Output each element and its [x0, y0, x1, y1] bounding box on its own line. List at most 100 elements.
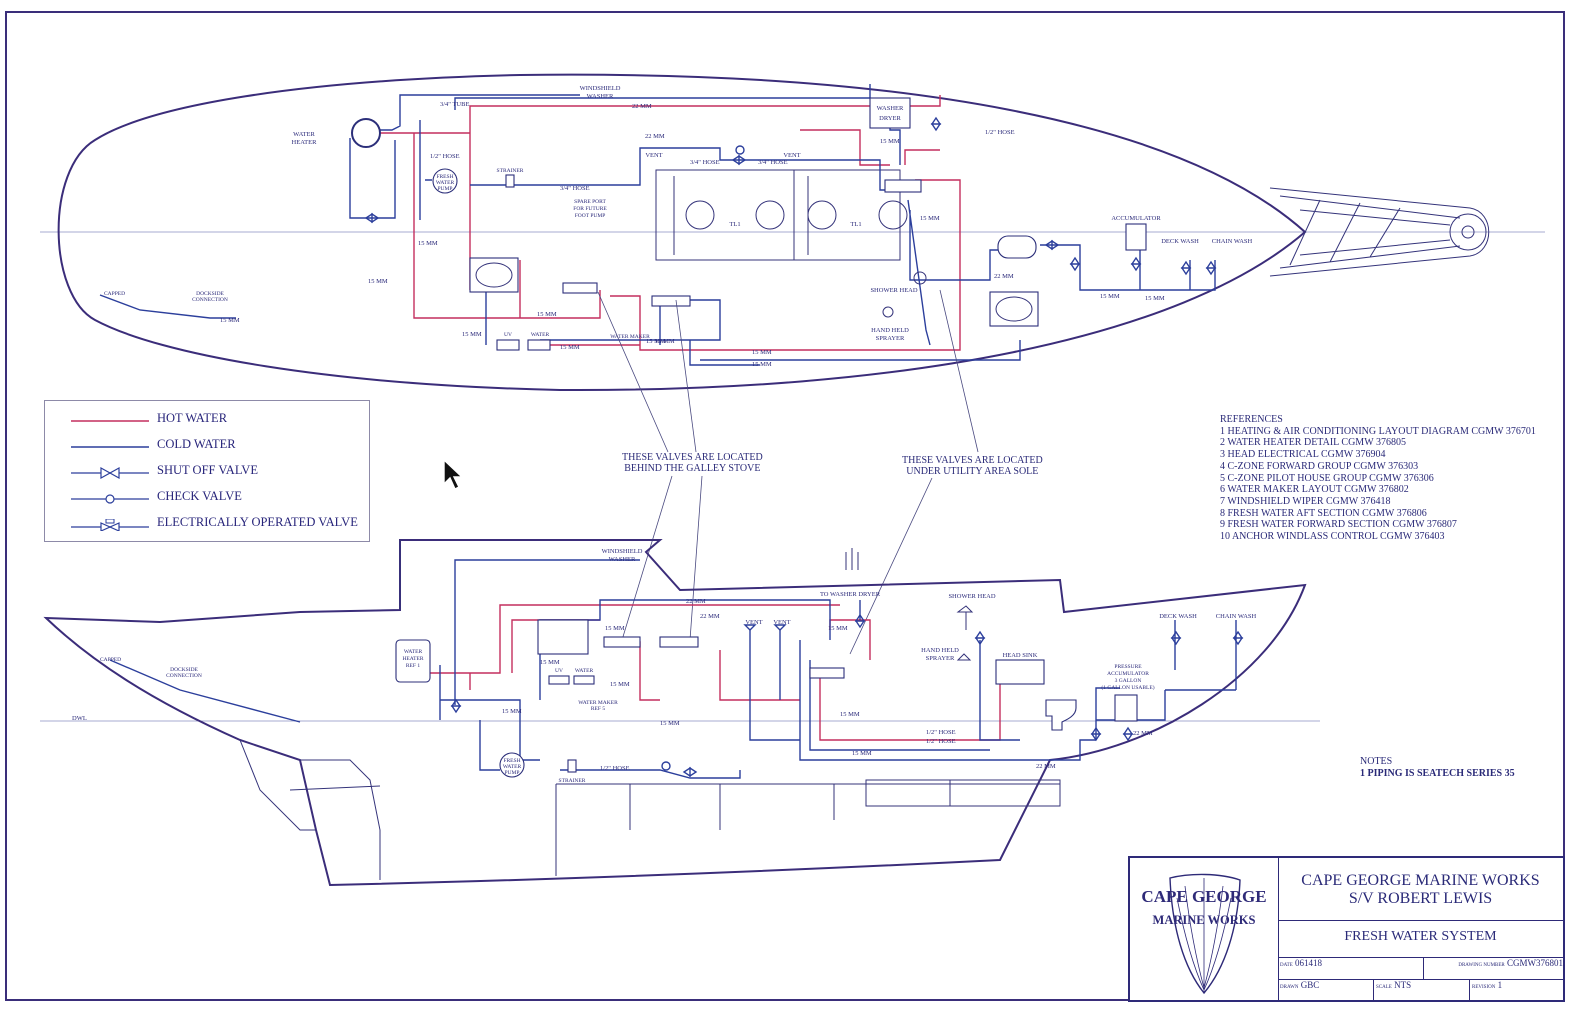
drawing-number-value: CGMW376801 — [1507, 958, 1563, 968]
svg-text:PUMP: PUMP — [438, 186, 453, 192]
plan-toilet — [997, 235, 1037, 259]
legend-hot-water: HOT WATER — [45, 409, 371, 431]
title-block-revision: REVISION 1 — [1472, 980, 1503, 990]
profile-water-heater — [395, 639, 431, 683]
plan-hand-sprayer — [882, 306, 894, 318]
title-block: CAPE GEORGE MARINE WORKS CAPE GEORGE MAR… — [1128, 856, 1565, 1002]
profile-label-chain-wash: CHAIN WASH — [1216, 613, 1257, 620]
title-block-drawing-number: DRAWING NUMBER CGMW376801 — [1424, 958, 1563, 980]
svg-text:DRYER: DRYER — [879, 115, 901, 122]
plan-label-vent-2: VENT — [783, 152, 800, 159]
reference-item: 8 FRESH WATER AFT SECTION CGMW 376806 — [1220, 507, 1427, 519]
svg-text:CONNECTION: CONNECTION — [166, 673, 202, 679]
plan-label-22mm-r: 22 MM — [994, 273, 1014, 280]
plan-label-hose-34-b: 3/4" HOSE — [690, 159, 720, 166]
plan-tank-stbd — [793, 169, 901, 261]
company-name: CAPE GEORGE MARINE WORKS — [1301, 872, 1540, 889]
scale-value: NTS — [1394, 980, 1412, 990]
plan-water-filter — [527, 339, 551, 351]
profile-hull-outline — [43, 539, 1307, 887]
plan-uv-filter — [496, 339, 520, 351]
title-block-company: CAPE GEORGE MARINE WORKS S/V ROBERT LEWI… — [1278, 858, 1563, 921]
svg-text:FOOT PUMP: FOOT PUMP — [575, 213, 606, 219]
plan-label-tl1-b: TL1 — [850, 221, 861, 228]
mouse-cursor-icon — [443, 458, 464, 490]
profile-label-water-maker: WATER MAKER — [578, 700, 618, 706]
profile-hot-water-lines — [430, 604, 1001, 741]
logo-text-line2: MARINE WORKS — [1153, 913, 1256, 927]
svg-text:WASHER: WASHER — [609, 556, 636, 563]
profile-rudder — [239, 739, 381, 880]
profile-label-15mm-h: 15 MM — [610, 681, 630, 688]
plan-label-water-heater: WATER — [293, 131, 315, 138]
profile-manifold-2 — [659, 636, 699, 648]
notes-heading: NOTES — [1360, 756, 1393, 767]
profile-label-head-sink: HEAD SINK — [1003, 652, 1038, 659]
plan-valves — [364, 116, 1217, 276]
profile-label-dwl: DWL — [72, 715, 87, 722]
svg-text:FOR FUTURE: FOR FUTURE — [573, 206, 607, 212]
profile-label-water-heater: WATER — [404, 649, 423, 655]
svg-text:REF 1: REF 1 — [406, 663, 420, 669]
hot-water-line-symbol — [71, 420, 149, 422]
svg-text:15 MM: 15 MM — [655, 338, 675, 345]
callout-leaders — [597, 289, 979, 655]
plan-label-15mm-f: 15 MM — [560, 344, 580, 351]
profile-label-uv-filter: UV — [555, 668, 563, 674]
check-valve-symbol — [71, 494, 149, 504]
profile-strainer — [567, 759, 577, 773]
profile-label-vent-1: VENT — [745, 619, 762, 626]
plan-label-deck-wash: DECK WASH — [1161, 238, 1199, 245]
svg-text:SPRAYER: SPRAYER — [876, 335, 905, 342]
legend-electric-valve: ELECTRICALLY OPERATED VALVE — [45, 513, 371, 535]
profile-hand-sprayer — [956, 653, 972, 661]
plan-label-half-hose: 1/2" HOSE — [985, 129, 1015, 136]
profile-fresh-water-pump — [499, 752, 525, 778]
reference-item: 10 ANCHOR WINDLASS CONTROL CGMW 376403 — [1220, 531, 1445, 543]
plan-label-fresh-water-pump: FRESH — [436, 174, 453, 180]
plan-view-labels: WINDSHIELD WASHER WATER HEATER 3/4" TUBE… — [104, 85, 1253, 368]
reference-item: 1 HEATING & AIR CONDITIONING LAYOUT DIAG… — [1220, 425, 1536, 437]
plan-label-hose-34-c: 3/4" HOSE — [758, 159, 788, 166]
profile-label-15mm-b: 15 MM — [540, 659, 560, 666]
plan-hot-water-lines — [366, 95, 961, 351]
plan-label-tl1-a: TL1 — [729, 221, 740, 228]
plan-label-15mm-i: 15 MM — [646, 338, 666, 345]
svg-text:SPRAYER: SPRAYER — [926, 655, 955, 662]
plan-label-washer-dryer: WASHER — [877, 105, 904, 112]
plan-strainer — [505, 174, 515, 188]
profile-label-deck-wash: DECK WASH — [1159, 613, 1197, 620]
plan-head-sink — [989, 291, 1039, 327]
svg-text:HEATER: HEATER — [402, 656, 423, 662]
references-heading: REFERENCES — [1220, 414, 1283, 425]
profile-toilet — [1045, 699, 1077, 731]
plan-label-15mm-m: 15 MM — [880, 138, 900, 145]
sheet-border — [5, 11, 1565, 1001]
plan-manifold-galley-1 — [562, 282, 598, 294]
profile-label-hose: 1/2" HOSE — [600, 765, 630, 772]
svg-text:ACCUMULATOR: ACCUMULATOR — [1107, 671, 1149, 677]
plan-label-22mm-top: 22 MM — [632, 103, 652, 110]
plan-tank-port — [655, 169, 795, 261]
legend-shut-off-valve: SHUT OFF VALVE — [45, 461, 371, 483]
plan-galley-sink — [469, 257, 519, 293]
svg-text:CONNECTION: CONNECTION — [192, 297, 228, 303]
svg-text:PUMP: PUMP — [505, 770, 520, 776]
plan-label-capped: CAPPED — [104, 291, 125, 297]
plan-label-15mm-h: 15 MM — [752, 361, 772, 368]
svg-text:3 GALLON: 3 GALLON — [1115, 678, 1142, 684]
plan-label-15mm-a: 15 MM — [220, 317, 240, 324]
plan-label-15mm-b: 15 MM — [418, 240, 438, 247]
logo-text-line1: CAPE GEORGE — [1141, 887, 1266, 906]
plan-label-15mm-l: 15 MM — [1145, 295, 1165, 302]
svg-text:WATER: WATER — [503, 764, 522, 770]
electric-valve-symbol — [71, 519, 149, 531]
reference-item: 5 C-ZONE PILOT HOUSE GROUP CGMW 376306 — [1220, 472, 1434, 484]
profile-label-15mm-c: 15 MM — [502, 708, 522, 715]
references-list: REFERENCES 1 HEATING & AIR CONDITIONING … — [1220, 414, 1565, 543]
plan-label-15mm-k: 15 MM — [1100, 293, 1120, 300]
vessel-name: S/V ROBERT LEWIS — [1348, 890, 1493, 907]
profile-galley-sink — [537, 619, 589, 655]
profile-label-15mm-a: 15 MM — [605, 625, 625, 632]
